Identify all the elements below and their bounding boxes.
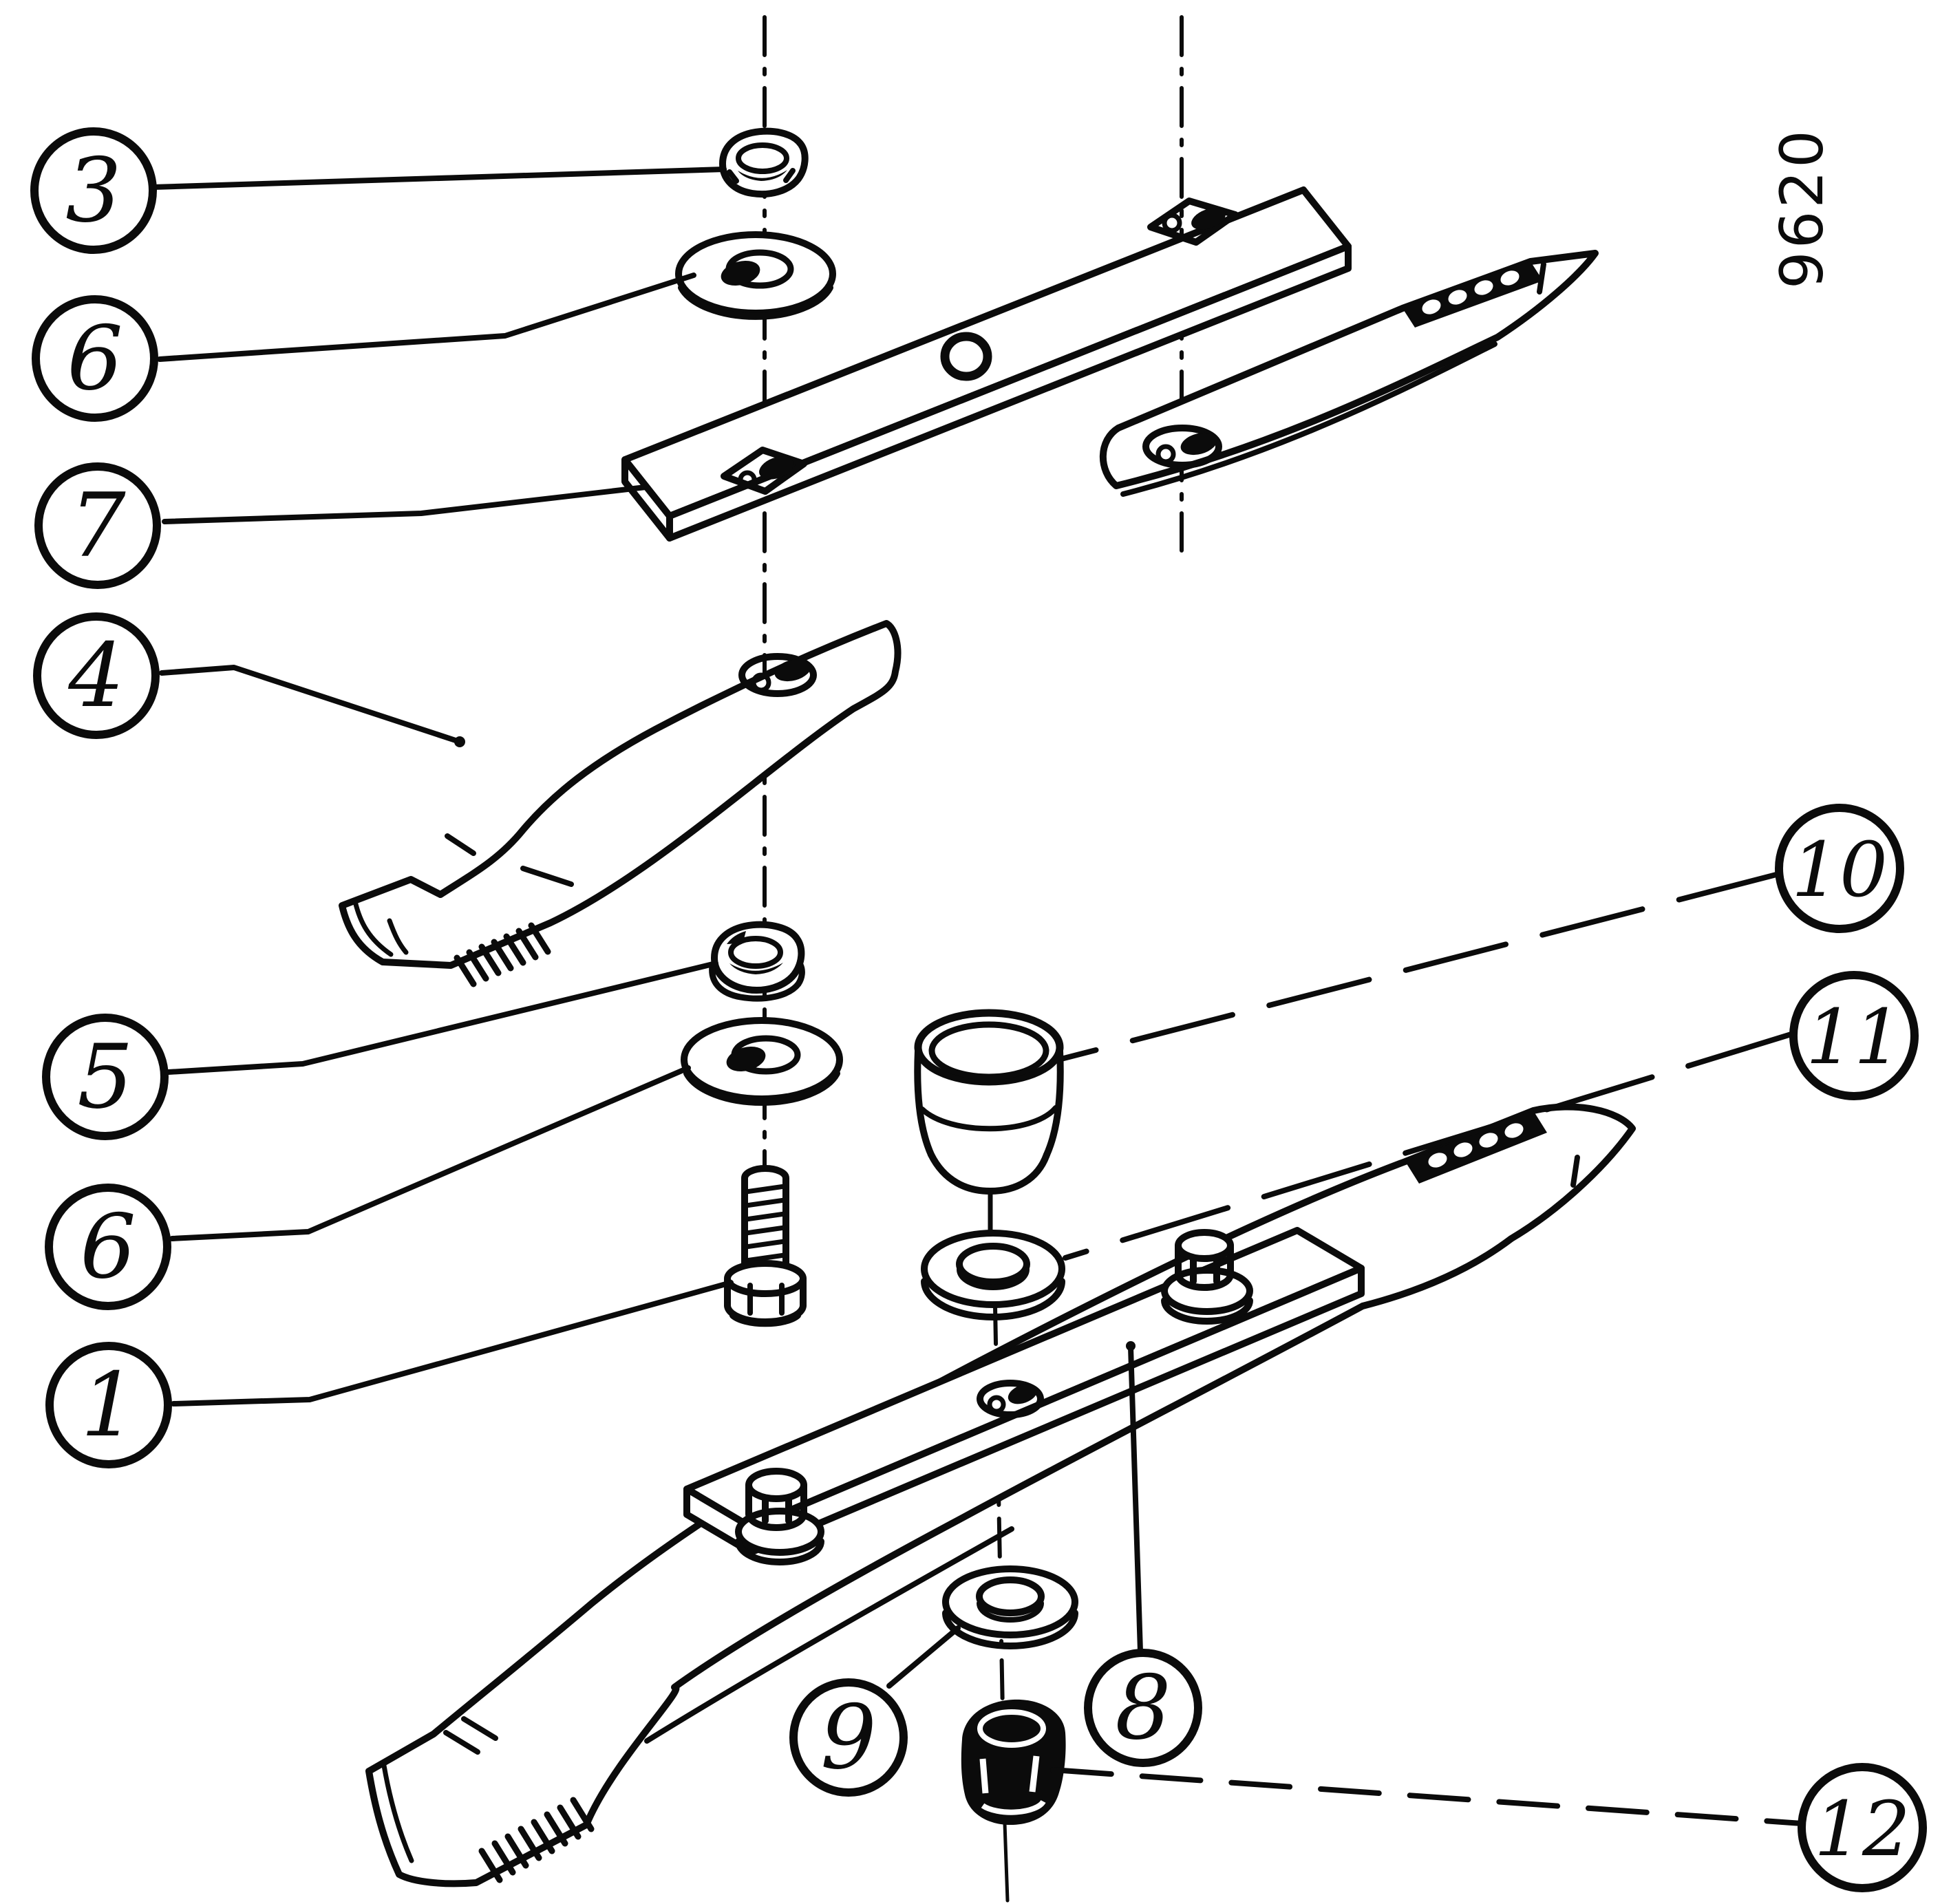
part-bar-7 — [621, 186, 1352, 542]
clamp-bolt-left — [735, 1468, 824, 1565]
part-hex-nut-5 — [709, 921, 805, 1002]
callout-8: 8 — [1084, 1649, 1202, 1767]
part-washer-6-bottom — [681, 1017, 843, 1106]
part-lock-nut-12 — [961, 1699, 1066, 1825]
callout-12-label: 12 — [1814, 1785, 1910, 1873]
callout-5-label: 5 — [77, 1026, 133, 1129]
bar-7-front — [666, 243, 1352, 542]
callout-10: 10 — [1775, 804, 1904, 933]
callout-10-label: 10 — [1791, 826, 1888, 914]
bolt-1-threads — [743, 1184, 787, 1263]
callout-3-label: 3 — [65, 140, 121, 242]
callout-7: 7 — [34, 462, 161, 589]
callout-12: 12 — [1798, 1763, 1927, 1892]
callout-9: 9 — [789, 1678, 908, 1797]
part-blade-right-half — [1099, 250, 1599, 497]
blade-right-body — [1099, 250, 1599, 489]
part-clamp-plate — [683, 1227, 1365, 1565]
clamp-plate-hole-shadow — [1008, 1384, 1038, 1404]
clamp-plate-hole-ring — [987, 1395, 1006, 1414]
part-washer-6-top — [675, 231, 836, 320]
leader-1 — [171, 1280, 734, 1406]
blade-4-tip-crease — [387, 918, 409, 955]
leader-7 — [162, 484, 648, 524]
blade-right-tip-holes — [1422, 270, 1520, 314]
leader-lines — [150, 167, 1804, 1826]
callout-1-label: 1 — [81, 1354, 136, 1457]
leader-3 — [150, 167, 727, 190]
blade-8-fold-creases — [443, 1716, 498, 1755]
blade-right-tick — [1537, 261, 1546, 295]
clamp-bolt-right — [1161, 1229, 1253, 1325]
callouts: 3 6 7 4 5 6 1 10 — [30, 127, 1927, 1892]
callout-6-top: 6 — [32, 295, 158, 422]
callout-9-label: 9 — [820, 1687, 876, 1789]
part-cup-10 — [914, 1009, 1064, 1233]
leader-11 — [1063, 1031, 1796, 1261]
part-washer-9 — [942, 1565, 1078, 1649]
leader-12 — [1050, 1767, 1804, 1826]
blade-right-doubleline — [1120, 341, 1497, 497]
callout-6-bottom: 6 — [45, 1184, 171, 1310]
callout-5: 5 — [42, 1014, 169, 1140]
callout-1: 1 — [45, 1342, 172, 1468]
callout-11-label: 11 — [1806, 993, 1902, 1081]
part-blade-4 — [339, 620, 902, 987]
callout-4-label: 4 — [67, 625, 124, 727]
blade-8-tip-face-line — [381, 1763, 414, 1863]
blade-8-serration — [478, 1797, 595, 1883]
leader-10 — [1056, 871, 1782, 1062]
blade-4-serration — [454, 922, 551, 987]
lock-nut-body — [961, 1699, 1066, 1825]
blade-4-hole — [738, 653, 817, 697]
part-bolt-1 — [724, 1165, 807, 1327]
callout-3: 3 — [30, 127, 157, 254]
part-washer-11 — [921, 1230, 1065, 1320]
blade-8-tip-tick — [1570, 1155, 1580, 1188]
bar-7-rect-hole — [1147, 197, 1239, 246]
part-hex-nut-3 — [719, 127, 809, 198]
bar-7-round-hole — [940, 332, 992, 381]
blade-right-hole — [1142, 425, 1222, 469]
clamp-plate-front — [747, 1265, 1365, 1556]
leader-5 — [166, 961, 718, 1075]
leader-4 — [159, 665, 462, 745]
leader-8 — [1128, 1345, 1143, 1654]
leader-6-bottom — [169, 1065, 691, 1241]
blade-4-body — [339, 620, 902, 969]
blade-8-edge-doubleline — [644, 1526, 1014, 1744]
centerline-bottom-tail — [1003, 1821, 1010, 1903]
blade-8-tip-holes — [1428, 1123, 1524, 1168]
callout-7-label: 7 — [70, 475, 126, 577]
leader-9 — [886, 1625, 961, 1689]
blade-4-creases — [445, 833, 574, 887]
drawing-number: 9620 — [1768, 127, 1837, 289]
callout-11: 11 — [1789, 971, 1919, 1100]
callout-8-label: 8 — [1115, 1657, 1171, 1759]
blade-4-tip-face-line — [352, 899, 394, 957]
leader-6-top — [157, 272, 696, 362]
callout-6-top-label: 6 — [67, 308, 122, 410]
callout-4: 4 — [33, 612, 160, 739]
callout-6-bottom-label: 6 — [80, 1196, 136, 1298]
clamp-plate-hole — [977, 1380, 1044, 1418]
